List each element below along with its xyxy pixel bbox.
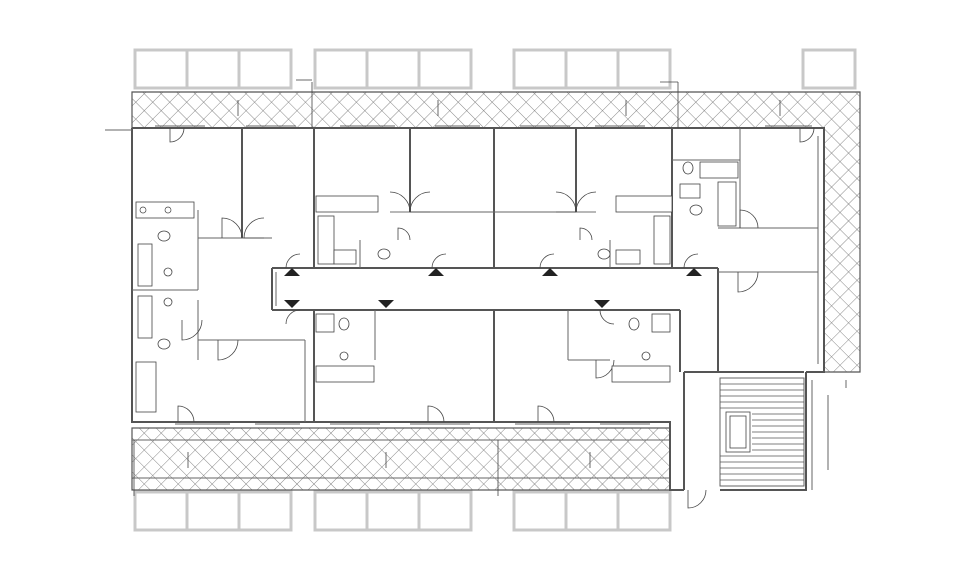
bottom-balconies — [133, 490, 672, 532]
stove-icon — [615, 195, 673, 213]
balcony-icon — [237, 490, 293, 532]
stove-icon — [611, 365, 671, 383]
bathtub-icon — [653, 215, 671, 265]
stove-icon — [699, 161, 739, 179]
washbasin-icon — [339, 351, 349, 361]
bathtub-icon — [317, 215, 335, 265]
balcony-icon — [365, 490, 421, 532]
washbasin-icon — [641, 351, 651, 361]
stair-icon — [719, 377, 829, 490]
triangle-icon — [284, 268, 300, 276]
triangle-icon — [378, 300, 394, 308]
balcony-icon — [564, 490, 620, 532]
washbasin-icon — [163, 267, 173, 277]
balcony-icon — [417, 48, 473, 90]
balcony-icon — [133, 48, 189, 90]
bottom-terrace — [131, 427, 671, 491]
toilet-icon — [628, 317, 640, 331]
toilet-icon — [377, 248, 391, 260]
terrace-hatching — [131, 91, 861, 491]
stove-icon — [135, 361, 157, 413]
balcony-icon — [801, 48, 857, 90]
toilet-icon — [682, 161, 694, 175]
doors — [169, 127, 815, 509]
washbasin-icon — [163, 297, 173, 307]
bathtub-icon — [137, 295, 153, 339]
balcony-icon — [313, 490, 369, 532]
bathtub-icon — [651, 313, 671, 333]
windows — [155, 125, 812, 425]
bathtub-icon — [137, 243, 153, 287]
triangle-icon — [284, 300, 300, 308]
triangle-icon — [428, 268, 444, 276]
bathtub-icon — [717, 181, 737, 227]
balcony-icon — [616, 48, 672, 90]
top-balconies — [133, 48, 857, 90]
balcony-icon — [417, 490, 473, 532]
balcony-icon — [133, 490, 189, 532]
toilet-icon — [597, 248, 611, 260]
outer-walls — [105, 127, 825, 491]
triangle-icon — [542, 268, 558, 276]
balcony-icon — [185, 48, 241, 90]
fixtures — [135, 161, 739, 413]
balcony-icon — [564, 48, 620, 90]
stove-icon — [315, 195, 379, 213]
balcony-icon — [313, 48, 369, 90]
triangle-icon — [594, 300, 610, 308]
bathtub-icon — [315, 313, 335, 333]
balcony-icon — [512, 490, 568, 532]
balcony-icon — [237, 48, 293, 90]
balcony-icon — [512, 48, 568, 90]
toilet-icon — [689, 204, 703, 216]
vent-markers — [133, 79, 847, 496]
balcony-icon — [616, 490, 672, 532]
toilet-icon — [338, 317, 350, 331]
corridor-markers — [284, 268, 702, 308]
balcony-icon — [365, 48, 421, 90]
stove-icon — [315, 365, 375, 383]
balcony-icon — [185, 490, 241, 532]
toilet-icon — [157, 230, 171, 242]
triangle-icon — [686, 268, 702, 276]
washbasin-icon — [679, 183, 701, 199]
toilet-icon — [157, 338, 171, 350]
